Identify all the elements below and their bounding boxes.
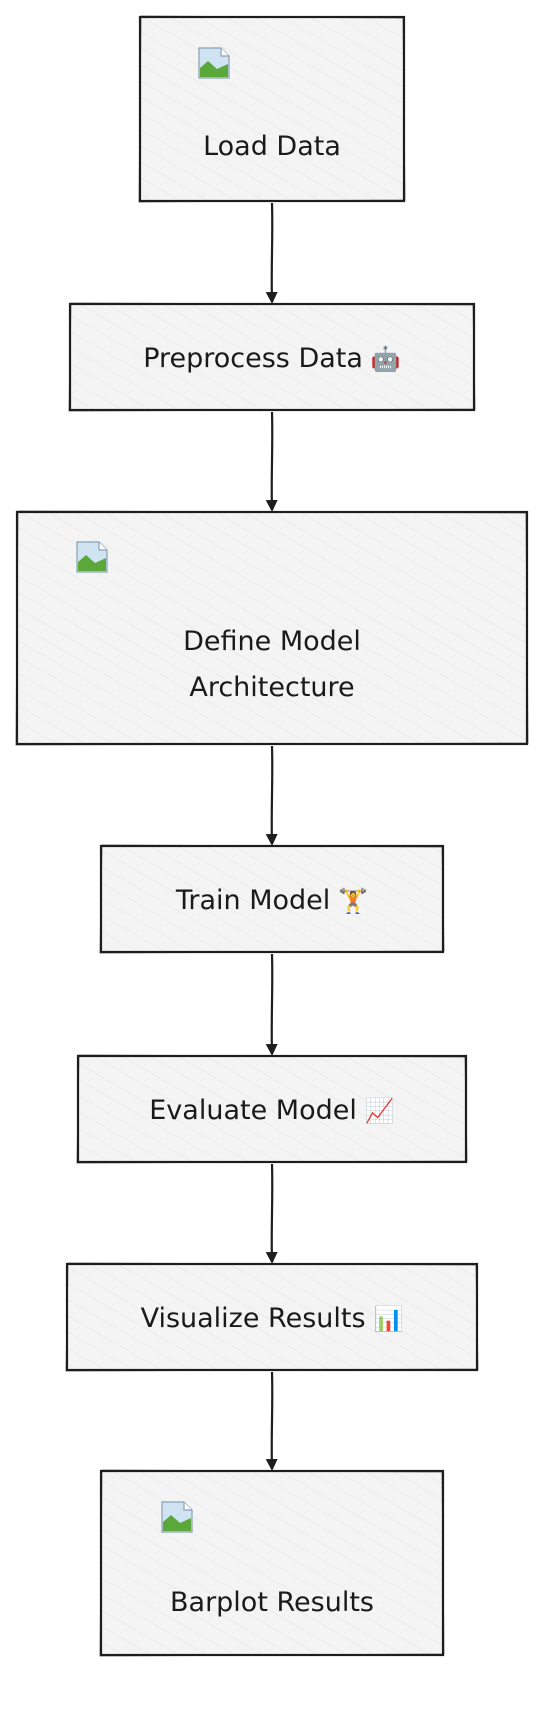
edge-load-data-to-preprocess-data [265, 202, 278, 304]
node-label: Preprocess Data🤖 [143, 343, 401, 374]
node-label: Barplot Results [170, 1587, 374, 1618]
node-load-data: Load Data [138, 15, 406, 203]
node-border-sketch [76, 1054, 468, 1164]
node-label: Define Model [183, 626, 361, 657]
node-border-sketch [99, 844, 445, 954]
node-border-sketch [65, 1262, 479, 1372]
node-label: Architecture [189, 672, 354, 703]
edge-preprocess-data-to-define-model [265, 411, 278, 512]
edge-train-model-to-evaluate-model [265, 953, 278, 1056]
edge-define-model-to-train-model [265, 745, 278, 846]
image-placeholder-icon [161, 1501, 193, 1533]
node-label: Train Model🏋 [175, 885, 368, 916]
node-emoji-icon: 📈 [365, 1097, 395, 1125]
node-barplot-results: Barplot Results [99, 1469, 445, 1657]
node-label: Load Data [203, 131, 341, 162]
node-emoji-icon: 🤖 [371, 345, 401, 373]
node-hatch [70, 304, 474, 410]
edge-visualize-results-to-barplot-results [265, 1371, 278, 1471]
node-border-sketch [15, 510, 529, 746]
node-hatch [67, 1264, 477, 1370]
node-border-sketch [138, 15, 406, 203]
node-train-model: Train Model🏋 [99, 844, 445, 954]
edges-layer [265, 202, 278, 1471]
node-border-sketch [99, 1469, 445, 1657]
node-evaluate-model: Evaluate Model📈 [76, 1054, 468, 1164]
edge-evaluate-model-to-visualize-results [265, 1163, 278, 1264]
node-label: Evaluate Model📈 [149, 1095, 394, 1126]
node-preprocess-data: Preprocess Data🤖 [68, 302, 476, 412]
node-hatch [140, 17, 404, 201]
node-visualize-results: Visualize Results📊 [65, 1262, 479, 1372]
node-emoji-icon: 🏋 [338, 887, 368, 915]
node-hatch [101, 846, 443, 952]
image-placeholder-icon [76, 541, 108, 573]
node-label: Visualize Results📊 [141, 1303, 404, 1334]
image-placeholder-icon [198, 47, 230, 79]
node-border-sketch [68, 302, 476, 412]
node-hatch [101, 1471, 443, 1655]
node-emoji-icon: 📊 [374, 1305, 404, 1333]
node-hatch [78, 1056, 466, 1162]
